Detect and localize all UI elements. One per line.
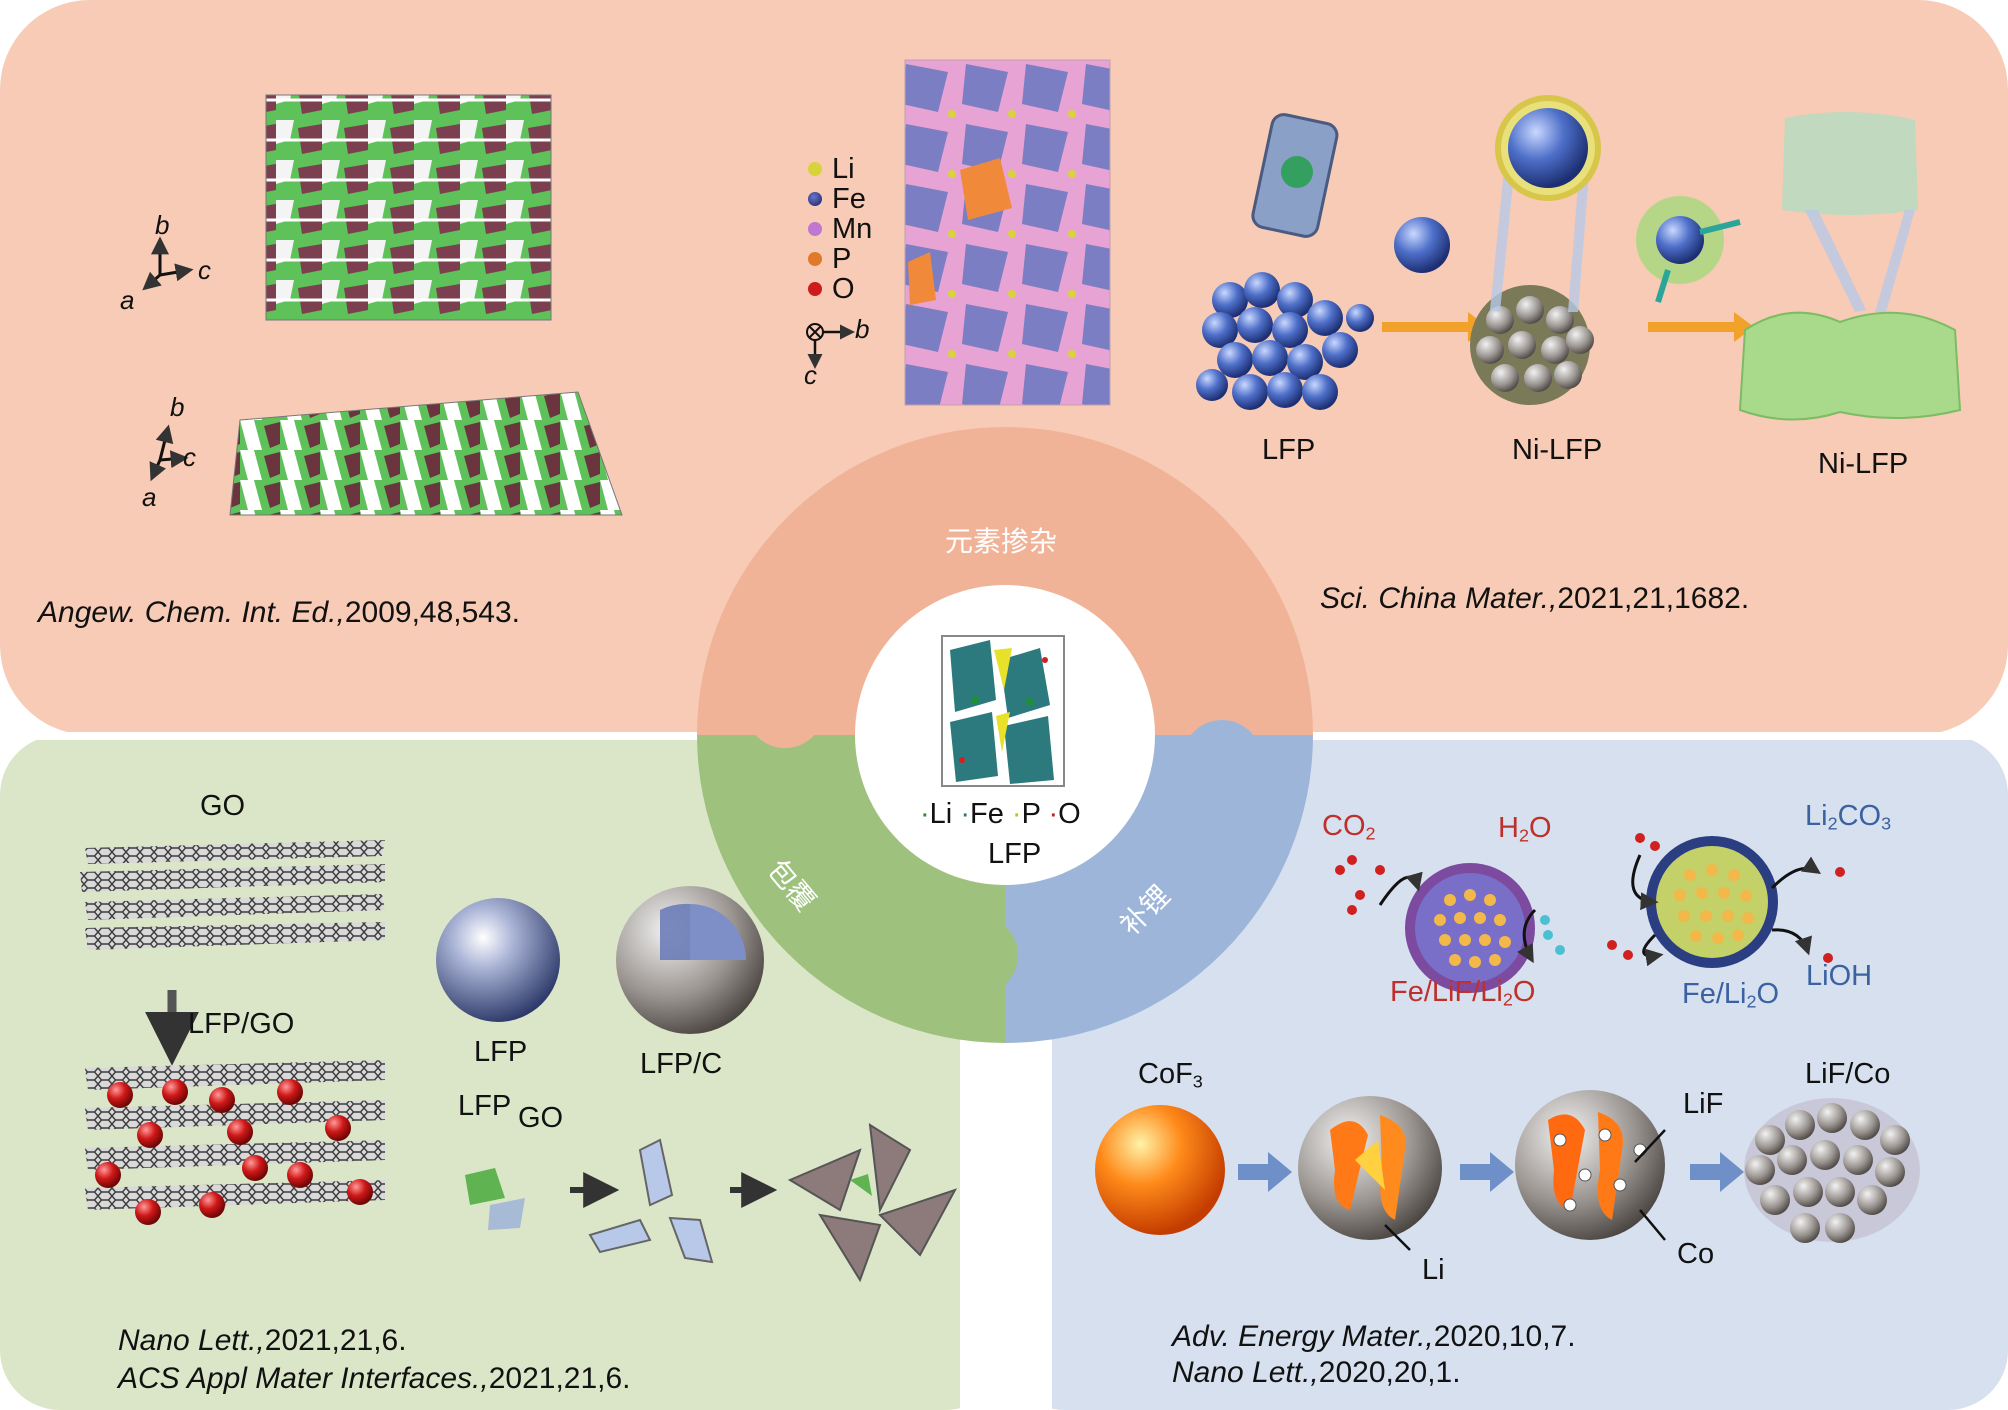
citation-nano-lett-2020: Nano Lett.,2020,20,1. xyxy=(1172,1356,1461,1389)
label-ni-lfp-2: Ni-LFP xyxy=(1818,448,1909,480)
lithiated-particle xyxy=(1298,1096,1442,1240)
legend2-fe: Fe xyxy=(832,183,866,215)
fe-li2o-particle xyxy=(1646,836,1778,968)
axis2-a: a xyxy=(142,482,157,512)
label-lfp-top: LFP xyxy=(1262,434,1316,466)
citation-acs-ami: ACS Appl Mater Interfaces.,2021,21,6. xyxy=(118,1362,631,1395)
citation-adv-energy: Adv. Energy Mater.,2020,10,7. xyxy=(1172,1320,1576,1353)
axis2-b: b xyxy=(170,392,185,422)
center-legend: ·Li ·Fe ·P ·O xyxy=(920,798,1081,831)
lfp-c-core-shell xyxy=(616,886,764,1034)
label-lfp-go: LFP/GO xyxy=(188,1008,295,1040)
label-lioh: LiOH xyxy=(1806,960,1873,992)
center-lfp-label: LFP xyxy=(988,838,1042,870)
legend2-p: P xyxy=(832,243,852,275)
legend2-o: O xyxy=(832,273,855,305)
citation-sci-china: Sci. China Mater.,2021,21,1682. xyxy=(1320,582,1750,615)
legend-p: P xyxy=(1021,798,1041,830)
legend-fe: Fe xyxy=(969,798,1004,830)
label-co: Co xyxy=(1677,1238,1715,1270)
label-ni-lfp-1: Ni-LFP xyxy=(1512,434,1603,466)
legend-dot-li: · xyxy=(920,798,930,830)
lfp-sphere xyxy=(436,898,560,1022)
label-lif: LiF xyxy=(1683,1088,1724,1120)
axis1-c: c xyxy=(198,255,211,285)
citation-nano-lett-2021: Nano Lett.,2021,21,6. xyxy=(118,1324,407,1357)
label-h2o: H2O xyxy=(1498,812,1552,846)
axis1-b: b xyxy=(155,210,170,240)
legend-li: Li xyxy=(929,798,953,830)
legend-dot-fe: · xyxy=(960,798,970,830)
converted-particle xyxy=(1515,1090,1665,1240)
legend-o: O xyxy=(1058,798,1081,830)
label-li2co3: Li2CO3 xyxy=(1805,800,1892,834)
label-cof3: CoF3 xyxy=(1138,1058,1203,1092)
graphene-oxide-stack xyxy=(80,840,385,950)
label-go: GO xyxy=(200,790,246,822)
label-lfp-c: LFP/C xyxy=(640,1048,723,1080)
legend-dot-p: · xyxy=(1011,798,1022,830)
ni-lfp-particle-cluster xyxy=(1470,285,1594,405)
crystal-view-top xyxy=(265,94,552,321)
battery-icon xyxy=(1251,113,1339,238)
center-crystal xyxy=(941,635,1065,787)
fe-lif-li2o-particle xyxy=(1405,863,1535,993)
legend-dot-o: · xyxy=(1048,798,1059,830)
flake-assembly xyxy=(465,1123,958,1283)
legend2-mn: Mn xyxy=(832,213,873,245)
label-small-lfp: LFP xyxy=(458,1090,512,1122)
green-sheet-particle xyxy=(1636,196,1741,303)
label-fe-lif-li2o: Fe/LiF/Li2O xyxy=(1390,976,1536,1010)
label-lif-co: LiF/Co xyxy=(1805,1058,1891,1090)
label-co2: CO2 xyxy=(1322,810,1376,844)
ring-label-doping: 元素掺杂 xyxy=(945,525,1058,558)
label-fe-li2o: Fe/Li2O xyxy=(1682,978,1780,1012)
crystal-view-bottom xyxy=(229,391,623,516)
lfp-particle-pile xyxy=(1196,272,1374,410)
axis1-a: a xyxy=(120,285,135,315)
label-lfp-sphere: LFP xyxy=(474,1036,528,1068)
label-small-go: GO xyxy=(518,1102,564,1134)
lfp-go-composite-stack xyxy=(85,1060,385,1225)
crystal-structure-lfmp xyxy=(904,59,1111,406)
ni-lfp-layered-sheet xyxy=(1738,111,1962,421)
legend2-li: Li xyxy=(832,153,855,185)
lif-co-aggregate xyxy=(1744,1098,1920,1243)
single-lfp-particle xyxy=(1394,217,1450,273)
axis3-c: c xyxy=(804,360,817,390)
label-li: Li xyxy=(1422,1254,1445,1286)
cof3-sphere xyxy=(1095,1105,1225,1235)
citation-angew: Angew. Chem. Int. Ed.,2009,48,543. xyxy=(38,596,520,629)
axis3-b: b xyxy=(855,314,870,344)
axis2-c: c xyxy=(183,442,196,472)
